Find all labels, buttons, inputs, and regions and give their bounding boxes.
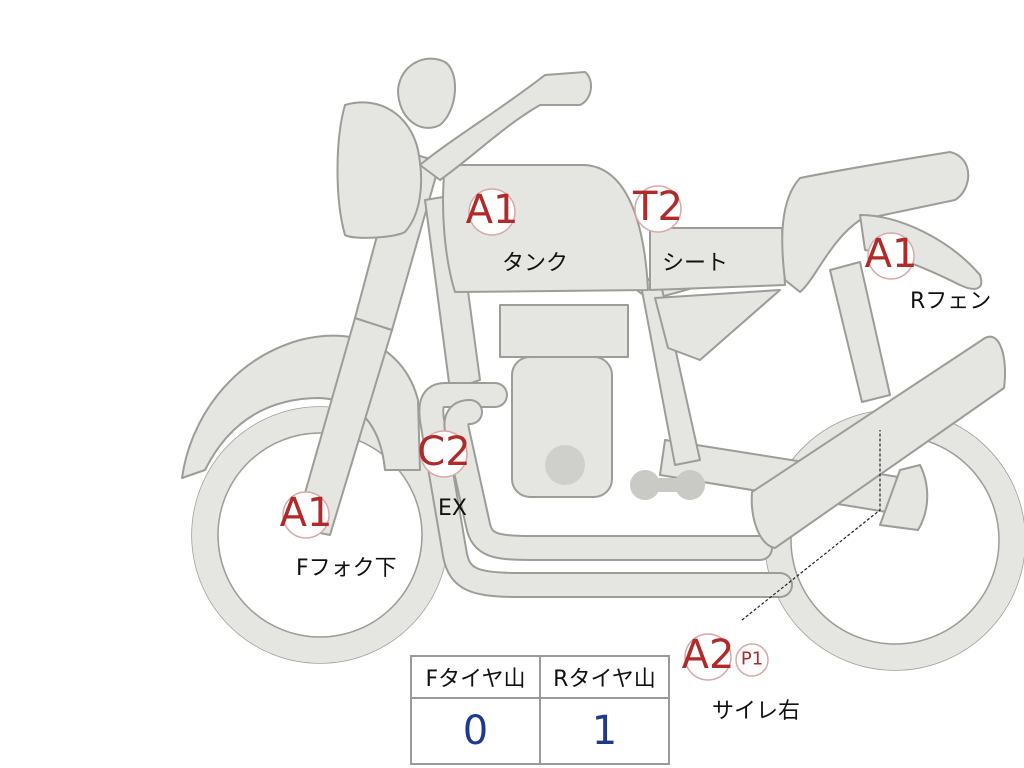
headlight: [336, 101, 423, 239]
exhaust-pipe-outer: [420, 384, 791, 596]
engine-head: [499, 304, 629, 358]
front-fork-marker: A1 Fフォク下: [280, 490, 397, 581]
handlebar: [419, 71, 592, 181]
tread-table-value-row: 0 1: [410, 697, 670, 765]
muffler-label: サイレ右: [712, 699, 800, 724]
muffler-marker: A2 P1 サイレ右: [682, 632, 800, 724]
front-tire-value: 0: [410, 697, 541, 765]
seat-marker: T2 シート: [632, 184, 728, 276]
seat: [649, 227, 786, 291]
tank-label: タンク: [502, 251, 568, 276]
rear-shock: [829, 261, 891, 403]
rear-fender-label: Rフェン: [910, 289, 991, 314]
front-fork-label: Fフォク下: [296, 556, 397, 581]
seat-label: シート: [662, 251, 728, 276]
seat-cowl: [781, 151, 970, 293]
engine-cover: [545, 445, 585, 485]
tread-table-header-row: Fタイヤ山 Rタイヤ山: [410, 655, 670, 699]
muffler-cap: [879, 464, 929, 531]
side-cover: [654, 289, 781, 361]
tire-tread-table: Fタイヤ山 Rタイヤ山 0 1: [410, 655, 670, 765]
tank-damage-code: A1: [466, 187, 519, 233]
mirror: [397, 57, 457, 129]
exhaust-damage-code: C2: [417, 429, 470, 475]
rear-tire-header: Rタイヤ山: [539, 655, 670, 699]
rear-fender-marker: A1 Rフェン: [865, 231, 992, 314]
tank-marker: A1 タンク: [466, 187, 568, 276]
muffler-leader-line: [741, 430, 881, 621]
muffler: [750, 335, 1006, 549]
engine-block: [511, 356, 613, 498]
seat-damage-code: T2: [632, 184, 683, 230]
exhaust-label: EX: [438, 496, 467, 521]
front-tire-header: Fタイヤ山: [410, 655, 541, 699]
rear-tire-value: 1: [539, 697, 670, 765]
exhaust-pipe-inner: [445, 401, 771, 559]
muffler-sub-code: P1: [741, 649, 763, 670]
muffler-damage-code: A2: [682, 632, 735, 678]
front-fork-damage-code: A1: [280, 490, 333, 536]
exhaust-marker: C2 EX: [417, 429, 470, 521]
rear-fender-damage-code: A1: [865, 231, 918, 277]
